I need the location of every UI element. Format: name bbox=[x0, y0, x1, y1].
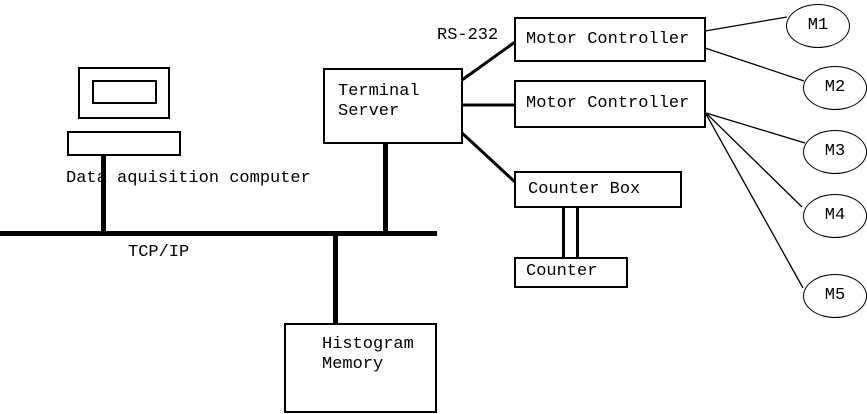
terminal-server-label: Terminal Server bbox=[338, 82, 420, 121]
edge-motor-controller-1-to-m2 bbox=[704, 47, 805, 82]
motor-controller-1-node: Motor Controller bbox=[514, 17, 706, 62]
motor-m2-node: M2 bbox=[803, 66, 867, 110]
counter-box-node: Counter Box bbox=[514, 171, 682, 208]
histogram-memory-label: Histogram Memory bbox=[322, 335, 414, 374]
counter-label: Counter bbox=[526, 262, 598, 281]
edge-motor-controller-2-to-m3 bbox=[705, 112, 806, 144]
counter-box-label: Counter Box bbox=[528, 179, 641, 199]
motor-m5-node: M5 bbox=[803, 274, 867, 318]
edge-motor-controller-2-to-m4 bbox=[705, 112, 803, 208]
motor-m3-label: M3 bbox=[824, 142, 846, 161]
motor-controller-2-node: Motor Controller bbox=[514, 80, 706, 128]
motor-m4-label: M4 bbox=[824, 206, 846, 225]
data-acquisition-computer-label: Data aquisition computer bbox=[66, 169, 311, 188]
edge-terminal-server-to-counter-box bbox=[460, 131, 517, 184]
counter-node: Counter bbox=[514, 257, 628, 288]
motor-m5-label: M5 bbox=[824, 286, 846, 305]
edge-terminal-server-to-motor-controller-1 bbox=[461, 40, 516, 82]
motor-m1-node: M1 bbox=[786, 4, 850, 48]
edge-motor-controller-1-to-m1 bbox=[704, 16, 788, 32]
terminal-server-node: Terminal Server bbox=[323, 68, 463, 144]
motor-m2-label: M2 bbox=[824, 78, 846, 97]
computer-keyboard-icon bbox=[67, 131, 181, 156]
histogram-memory-node: Histogram Memory bbox=[284, 323, 437, 413]
edge-motor-controller-2-to-m5 bbox=[705, 113, 804, 289]
motor-m4-node: M4 bbox=[803, 194, 867, 238]
motor-m3-node: M3 bbox=[803, 130, 867, 174]
computer-screen-icon bbox=[92, 80, 157, 104]
motor-m1-label: M1 bbox=[807, 16, 829, 35]
motor-controller-2-label: Motor Controller bbox=[526, 94, 690, 113]
tcpip-label: TCP/IP bbox=[128, 243, 190, 262]
motor-controller-1-label: Motor Controller bbox=[526, 29, 690, 49]
rs232-label: RS-232 bbox=[437, 26, 499, 45]
